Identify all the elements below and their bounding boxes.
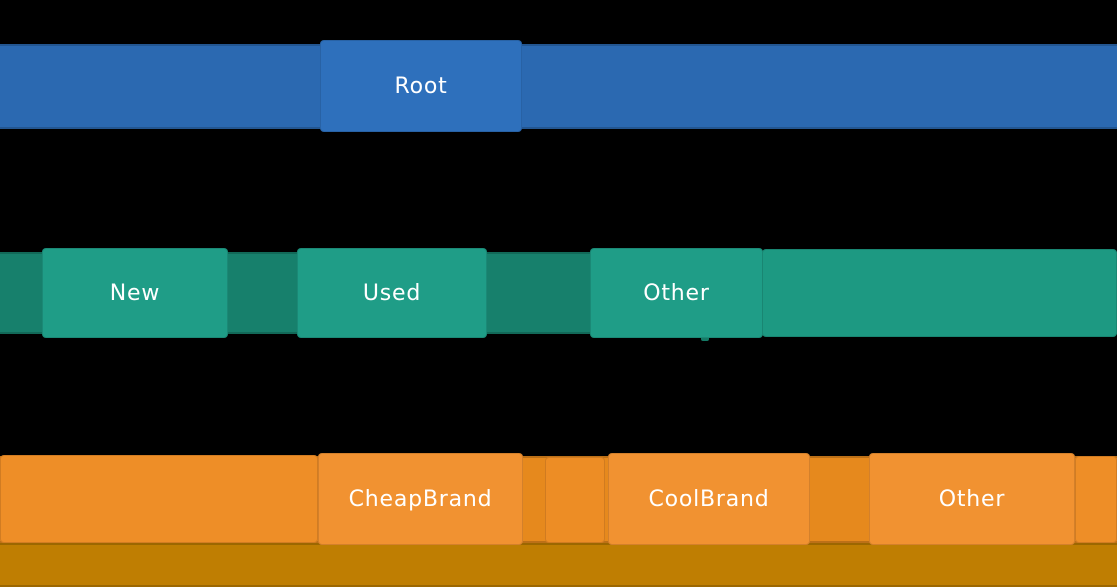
- row-depth-0-band[interactable]: [0, 44, 1117, 129]
- tile-root[interactable]: Root: [320, 40, 522, 132]
- tile-label-used: Used: [362, 280, 422, 306]
- tile-label-cheapbrand: CheapBrand: [348, 486, 493, 512]
- tile-depth2-right-filler[interactable]: [1075, 456, 1117, 543]
- tile-label-coolbrand: CoolBrand: [648, 486, 770, 512]
- tile-cheapbrand[interactable]: CheapBrand: [318, 453, 523, 545]
- tile-depth2-mid-filler[interactable]: [545, 457, 605, 543]
- tile-depth1-right-filler[interactable]: [762, 249, 1117, 337]
- tile-other-depth1[interactable]: Other: [590, 248, 763, 338]
- row-depth-3-band[interactable]: [0, 543, 1117, 587]
- tile-new[interactable]: New: [42, 248, 228, 338]
- tile-label-root: Root: [394, 73, 448, 99]
- tile-other-depth2[interactable]: Other: [869, 453, 1075, 545]
- tile-used[interactable]: Used: [297, 248, 487, 338]
- tile-label-other-depth2: Other: [938, 486, 1006, 512]
- tile-depth2-left-filler[interactable]: [0, 455, 318, 543]
- tile-label-new: New: [109, 280, 161, 306]
- tile-coolbrand[interactable]: CoolBrand: [608, 453, 810, 545]
- tile-label-other-depth1: Other: [643, 280, 710, 306]
